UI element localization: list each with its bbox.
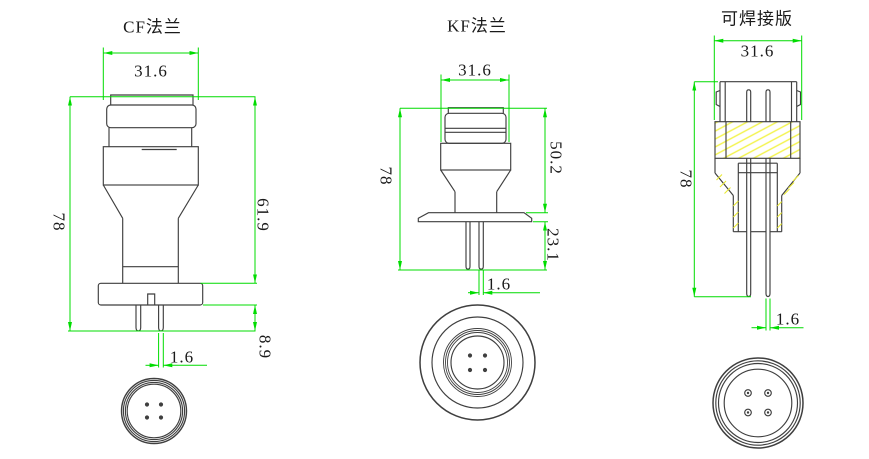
weld-hatch-band <box>714 121 801 159</box>
weld-side-tabs <box>715 89 802 108</box>
kf-flange-side-view <box>417 107 533 270</box>
view-title-kf: KF法兰 <box>447 16 507 36</box>
weldable-side-view <box>714 81 802 298</box>
weld-bottom-pin <box>764 389 772 397</box>
kf-flange-disk <box>417 212 533 223</box>
weld-inner-walls <box>724 81 793 122</box>
cf-bottom-pin <box>158 415 164 420</box>
cf-pin-left <box>135 305 142 332</box>
dim-kf-below-flange: 23.1 <box>543 228 563 262</box>
weld-bottom-pin <box>764 408 772 417</box>
dim-weld-overall-height: 78 <box>676 169 696 189</box>
cf-cone <box>102 184 199 219</box>
weldable-bottom-view <box>712 357 804 449</box>
kf-bottom-pin <box>482 353 488 358</box>
cf-cylinder <box>122 218 179 284</box>
dim-cf-width: 31.6 <box>134 61 168 81</box>
kf-flange-bottom-view <box>419 304 536 421</box>
kf-pin-right <box>478 221 484 270</box>
view-title-weldable: 可焊接版 <box>721 9 793 29</box>
kf-bottom-pin <box>482 367 488 373</box>
cf-neck <box>108 127 193 147</box>
kf-stem <box>454 191 498 213</box>
kf-pin-left <box>465 221 471 270</box>
weld-bottom-pin <box>744 408 752 417</box>
dim-cf-overall-height: 78 <box>49 212 69 231</box>
kf-shoulder <box>440 142 512 171</box>
cf-bottom-pin <box>144 415 150 420</box>
dim-kf-pin-diameter: 1.6 <box>486 274 512 294</box>
dim-weld-width: 31.6 <box>740 41 775 60</box>
cf-cap-band <box>106 104 197 129</box>
kf-bottom-pin <box>467 367 473 373</box>
dim-kf-overall-height: 78 <box>376 166 395 186</box>
cf-body <box>102 146 199 186</box>
dim-kf-width: 31.6 <box>458 60 492 80</box>
cf-flange-bottom-view <box>120 377 188 445</box>
kf-dimension-lines <box>398 74 548 295</box>
cf-pin-right <box>158 305 164 332</box>
kf-bottom-pin <box>467 353 473 358</box>
weldable-section-ticks <box>716 174 799 229</box>
cf-bottom-pin <box>158 402 164 407</box>
cf-dimension-lines <box>68 47 257 368</box>
kf-top-rim <box>447 107 504 114</box>
view-title-cf: CF法兰 <box>123 17 182 37</box>
cf-flange-side-view <box>97 94 204 332</box>
weld-bottom-pin <box>744 389 752 397</box>
weld-top-pins <box>746 89 771 122</box>
cf-bottom-pin <box>144 402 150 407</box>
weld-stem <box>732 163 783 232</box>
dim-kf-body-height: 50.2 <box>546 140 565 175</box>
weld-long-pins <box>746 158 771 298</box>
dim-cf-body-height: 61.9 <box>253 198 273 232</box>
dim-cf-pin-protrusion: 8.9 <box>255 334 274 360</box>
weld-hatch-dividers <box>725 121 792 159</box>
kf-cone <box>440 169 512 193</box>
dim-weld-pin-diameter: 1.6 <box>775 309 801 328</box>
weld-taper <box>714 158 801 196</box>
cf-disk-nub <box>147 293 156 305</box>
weld-top-block <box>719 81 798 122</box>
weld-inner-horizontals <box>738 162 778 174</box>
cf-flange-disk <box>97 282 204 306</box>
weldable-dimension-lines <box>692 35 804 331</box>
kf-band-lines <box>445 127 506 133</box>
dim-cf-pin-diameter: 1.6 <box>169 347 195 366</box>
cf-top-rim <box>110 94 194 105</box>
